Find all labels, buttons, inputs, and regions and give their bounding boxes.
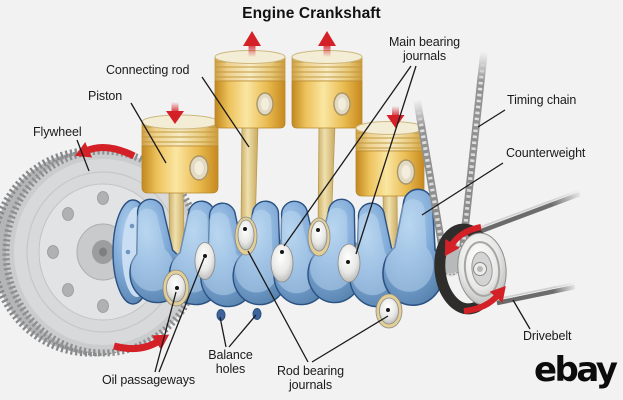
label-rod-bearing-journals: Rod bearing journals: [276, 364, 344, 392]
rotation-arrow-icon: [463, 285, 506, 314]
page-title: Engine Crankshaft: [242, 5, 381, 22]
leader-timing-chain: [477, 109, 506, 128]
main-bearing-journal: [194, 242, 216, 280]
piston-3: [291, 50, 363, 231]
leader-lines: [76, 65, 531, 373]
label-piston: Piston: [88, 89, 123, 103]
piston-motion-arrows: [166, 31, 405, 128]
leader-rod-bearing-2: [311, 315, 389, 363]
leader-drivebelt: [512, 299, 531, 330]
crankshaft: [121, 186, 453, 329]
rod-bearing-journal: [310, 220, 328, 252]
leader-main-bearing-1: [283, 65, 412, 247]
leader-oil-passageway-2: [158, 257, 205, 373]
rotation-arrow-icon: [75, 142, 136, 160]
label-main-bearing-journals: Main bearing journals: [388, 35, 461, 63]
up-arrow-icon: [243, 31, 261, 46]
rod-bearing-journal: [237, 219, 255, 251]
label-drivebelt: Drivebelt: [523, 329, 572, 343]
leader-connecting-rod: [201, 76, 250, 148]
label-flywheel: Flywheel: [33, 125, 82, 139]
leader-counterweight: [421, 162, 504, 216]
rotation-arrow-icon: [444, 224, 482, 257]
pulley-rotation-arrows: [444, 224, 506, 314]
leader-balance-hole-1: [219, 316, 227, 348]
crank-pulley: [434, 189, 581, 315]
label-balance-holes: Balance holes: [208, 348, 253, 376]
label-timing-chain: Timing chain: [507, 93, 577, 107]
main-bearing-journal: [270, 243, 294, 283]
leader-flywheel: [76, 139, 90, 172]
leader-main-bearing-2: [355, 65, 417, 255]
rotation-arrow-icon: [113, 334, 170, 353]
label-oil-passageways: Oil passageways: [102, 373, 195, 387]
label-connecting-rod: Connecting rod: [106, 63, 190, 77]
ebay-logo: ebay: [534, 350, 618, 390]
piston-2: [214, 50, 286, 230]
leader-rod-bearing-1: [247, 250, 309, 363]
leader-balance-hole-2: [228, 314, 257, 348]
down-arrow-icon: [166, 111, 184, 124]
flywheel-rotation-arrows: [75, 142, 170, 353]
leader-oil-passageway-1: [154, 291, 177, 373]
label-counterweight: Counterweight: [506, 146, 586, 160]
leader-piston: [130, 102, 167, 164]
timing-chain: [413, 48, 488, 256]
up-arrow-icon: [318, 31, 336, 46]
oil-passage-dots: [175, 227, 390, 312]
